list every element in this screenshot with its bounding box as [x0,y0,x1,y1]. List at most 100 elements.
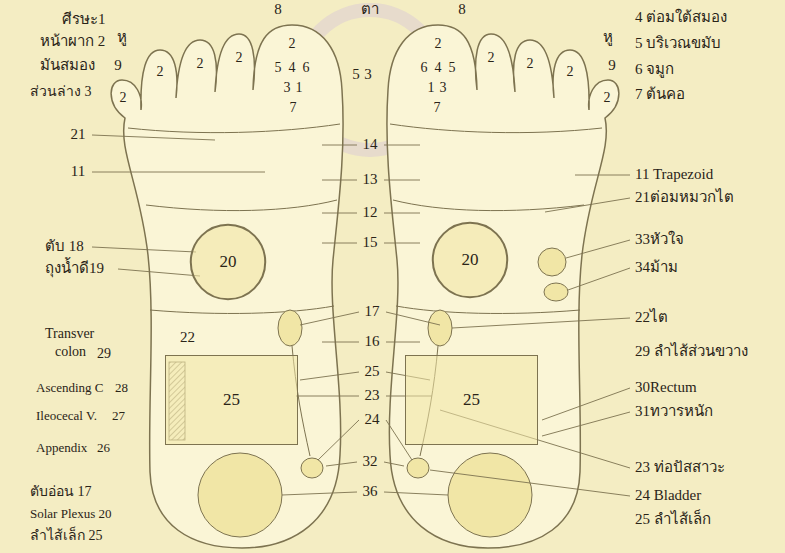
organ-label: หู [117,29,127,45]
slot-label: 30Rectum [635,379,697,396]
slot-label: 25 ลำไส้เล็ก [635,511,711,528]
organ-label: Solar Plexus 20 [30,506,112,521]
slot-callout: 2 [236,50,243,66]
zone-box: 25 [405,355,538,445]
callout-number: 2 [236,50,243,65]
slot-label: 29 ลำไส้ส่วนขวาง [635,343,748,360]
slot-label: 4 ต่อมใต้สมอง [635,9,727,26]
slot-callout: 2 [527,56,534,72]
callout-number: 6 [421,60,428,75]
callout-number: 29 [97,346,111,361]
callout-number: 3 [440,80,447,95]
slot-label: 31ทวารหนัก [635,403,713,420]
slot-callout: 12 [363,204,378,221]
callout-number: 17 [365,303,380,319]
zone-outline [191,225,265,299]
slot-callout: 3 [284,80,291,96]
callout-number: 9 [114,57,122,73]
callout-number: 25 [463,390,480,410]
callout-number: 9 [608,57,616,73]
callout-number: 1 [428,80,435,95]
callout-number: 7 [434,100,441,115]
slot-callout: 28 [115,381,128,396]
slot-callout: 1 [428,80,435,96]
organ-label: colon [55,344,86,359]
organ-label: Ascending C [36,380,104,395]
organ-label: หน้าผาก 2 [40,33,105,49]
callout-number: 6 [303,60,310,75]
slot-callout: 2 [157,64,164,80]
slot-callout: 5 [352,66,360,83]
slot-label: 7 ต้นคอ [635,86,685,103]
bladder-zone [301,458,323,478]
toe-line [390,124,602,133]
callout-number: 20 [462,250,479,270]
organ-label: ถุงน้ำดี19 [45,260,104,276]
slot-callout: 23 [365,387,380,404]
organ-label: 11 Trapezoid [635,166,713,182]
organ-label: 5 บริเวณขมับ [635,35,721,51]
zone-circle: 20 [190,224,266,300]
callout-number: 24 [365,411,380,427]
callout-number: 14 [363,136,378,152]
callout-number: 2 [488,50,495,65]
callout-number: 4 [435,60,442,75]
organ-label: 4 ต่อมใต้สมอง [635,9,727,25]
organ-label: 29 ลำไส้ส่วนขวาง [635,343,748,359]
slot-callout: 5 [275,60,282,76]
spleen-zone [544,283,568,301]
slot-callout: 2 [604,90,611,106]
slot-callout: 3 [440,80,447,96]
slot-callout: 4 [435,60,442,76]
heart-zone [538,248,566,276]
slot-label: colon [55,344,86,360]
callout-number: 22 [180,329,195,345]
organ-label: 21ต่อมหมวกไต [635,189,734,205]
callout-number: 27 [112,408,125,423]
organ-label: 33หัวใจ [635,231,684,247]
slot-callout: 8 [274,1,282,18]
slot-callout: 6 [303,60,310,76]
slot-label: 24 Bladder [635,487,701,504]
organ-label: Transver [45,326,94,341]
slot-label: ศีรษะ1 [62,11,106,28]
slot-label: 34ม้าม [635,259,678,276]
slot-callout: 7 [434,100,441,116]
slot-label: ตับ 18 [45,238,84,255]
organ-label: 24 Bladder [635,487,701,503]
slot-callout: 7 [290,100,297,116]
slot-callout: 4 [289,60,296,76]
organ-label: Ileocecal V. [36,408,97,423]
slot-label: 23 ท่อปัสสาวะ [635,459,725,476]
callout-number: 2 [120,90,127,105]
toe-line [128,124,340,133]
slot-callout: 3 [364,66,372,83]
slot-callout: 27 [112,409,125,424]
slot-callout: 2 [197,56,204,72]
slot-callout: 5 [449,60,456,76]
slot-label: ตับอ่อน 17 [30,484,92,500]
callout-number: 2 [604,90,611,105]
slot-callout: 32 [363,453,378,470]
callout-number: 25 [365,363,380,379]
slot-callout: 24 [365,411,380,428]
organ-label: ส่วนล่าง 3 [30,84,92,99]
organ-label: ตับ 18 [45,238,84,254]
slot-label: Appendix [36,441,87,456]
slot-label: หน้าผาก 2 [40,33,105,50]
callout-number: 7 [290,100,297,115]
right-foot [387,25,619,548]
slot-callout: 9 [608,57,616,74]
organ-label: มันสมอง [40,57,95,73]
slot-callout: 11 [71,163,85,180]
slot-callout: 2 [435,36,442,52]
zone-box: 25 [165,355,298,445]
slot-callout: 8 [458,1,466,18]
waist-line [150,306,334,313]
slot-label: ถุงน้ำดี19 [45,260,104,277]
diaphragm-line [146,200,337,211]
slot-label: 11 Trapezoid [635,166,713,183]
left-foot [111,25,343,548]
